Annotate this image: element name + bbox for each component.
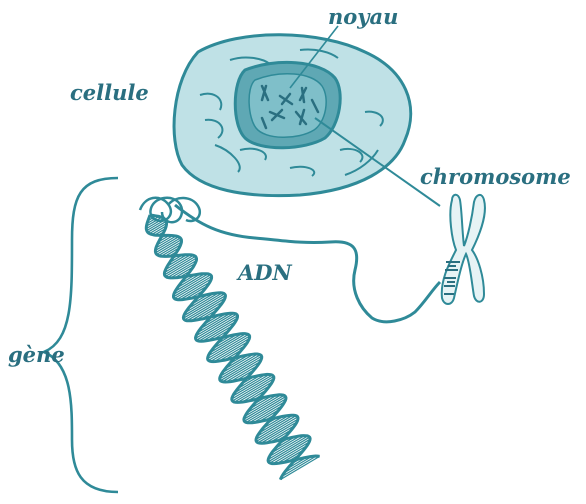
dna-label: ADN [236,260,293,285]
dna-double-helix-icon [146,215,319,480]
nucleus-icon [235,62,340,147]
gene-label: gène [8,342,65,367]
chromosome-icon [442,195,485,304]
curly-brace-icon [44,178,118,492]
chromosome-body [442,195,485,304]
chromosome-label: chromosome [420,164,571,189]
cell-label: cellule [70,80,149,105]
nucleus-label: noyau [328,4,398,29]
